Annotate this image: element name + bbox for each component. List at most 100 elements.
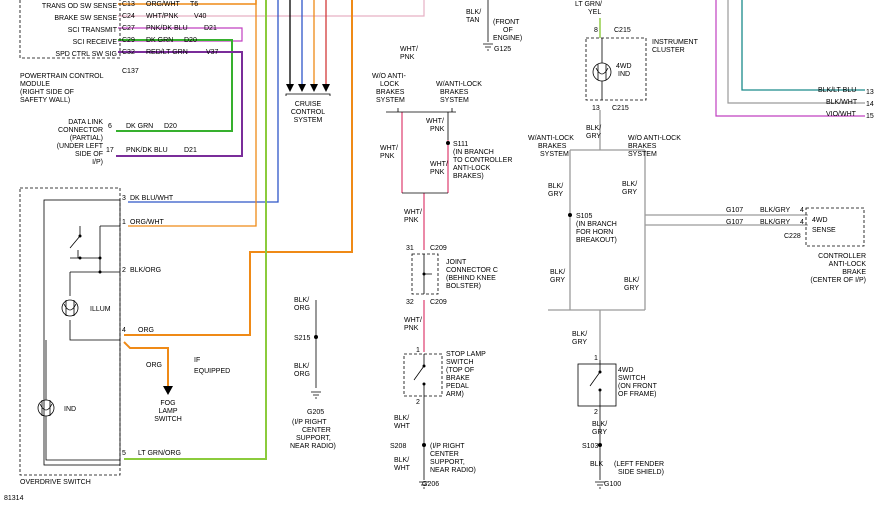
ic-w-abs-1: BRAKES bbox=[538, 143, 567, 150]
figure-id: 81314 bbox=[4, 495, 24, 502]
fwd-line-1: SWITCH bbox=[618, 375, 646, 382]
ic-wire-right-1: GRY bbox=[622, 189, 637, 196]
stop-line-0: STOP LAMP bbox=[446, 351, 486, 358]
abs-g107-bottom: G107 bbox=[726, 219, 743, 226]
w-abs-1: BRAKES bbox=[440, 89, 469, 96]
ground-g205: BLK/ ORG S215 BLK/ ORG G205 (I/P RIGHT C… bbox=[290, 297, 336, 450]
abs-line-0: CONTROLLER bbox=[818, 253, 866, 260]
pcm-pin-color-3: DK GRN bbox=[146, 37, 173, 44]
joint-box bbox=[411, 253, 439, 295]
stop-line-2: (TOP OF bbox=[446, 367, 474, 374]
dlc-pin6-circuit: D20 bbox=[164, 123, 177, 130]
ind-label: IND bbox=[64, 406, 76, 413]
fog-label-0: FOG bbox=[160, 400, 175, 407]
stop-lamp-box bbox=[403, 353, 443, 397]
fog-lamp: ORG IF EQUIPPED FOG LAMP SWITCH bbox=[146, 357, 230, 423]
s208-note-2: SUPPORT, bbox=[430, 459, 465, 466]
ic-wire-out-0: BLK/ bbox=[586, 125, 601, 132]
s103-label: S103 bbox=[582, 443, 598, 450]
wo-abs-2: BRAKES bbox=[376, 89, 405, 96]
joint-wire-out-1: PNK bbox=[404, 325, 419, 332]
s105-splice-icon bbox=[568, 213, 572, 217]
dlc-pin6: 6 bbox=[108, 123, 112, 130]
abs-line-3: (CENTER OF I/P) bbox=[810, 277, 866, 284]
overdrive-pin3: 3 bbox=[122, 195, 126, 202]
s111-note-2: ANTI-LOCK bbox=[453, 165, 491, 172]
ic-w-abs-0: W/ANTI-LOCK bbox=[528, 135, 574, 142]
fog-label-2: SWITCH bbox=[154, 416, 182, 423]
stop-pin-top: 1 bbox=[416, 347, 420, 354]
dlc-pin17-color: PNK/DK BLU bbox=[126, 147, 168, 154]
s208-label: S208 bbox=[390, 443, 406, 450]
brake-wire-right-top-0: WHT/ bbox=[426, 118, 444, 125]
wire-org-pin4 bbox=[124, 0, 353, 336]
wire-vio-wht bbox=[715, 0, 865, 117]
right-edge-labels: BLK/LT BLU 13 BLK/WHT 14 VIO/WHT 15 bbox=[818, 87, 874, 120]
g125-ground: G125 bbox=[494, 46, 511, 53]
pcm-pin-circuit-2: D21 bbox=[204, 25, 217, 32]
abs-pin-top: 4 bbox=[800, 207, 804, 214]
g205-ground: G205 bbox=[307, 409, 324, 416]
brake-variant-stub-left bbox=[397, 108, 453, 112]
right-wire-pin-1: 14 bbox=[866, 101, 874, 108]
stop-line-5: ARM) bbox=[446, 391, 464, 398]
s105-note-1: FOR HORN bbox=[576, 229, 613, 236]
g205-wire-bottom-1: ORG bbox=[294, 371, 310, 378]
joint-line-0: JOINT bbox=[446, 259, 467, 266]
ic-wo-abs-2: SYSTEM bbox=[628, 151, 657, 158]
ic-pin-top: 8 bbox=[594, 27, 598, 34]
brake-wire-top-1: PNK bbox=[400, 54, 415, 61]
stop-wire-top-1: WHT bbox=[394, 423, 411, 430]
overdrive-pin1: 1 bbox=[122, 219, 126, 226]
instrument-cluster: LT GRN/ YEL 8 C215 INSTRUMENT CLUSTER 4W… bbox=[528, 1, 699, 292]
abs-g107-top: G107 bbox=[726, 207, 743, 214]
ic-wire-left-1: GRY bbox=[548, 191, 563, 198]
wire-org-fog bbox=[123, 341, 169, 386]
fourwd-switch: BLK/ GRY 1 4WD SWITCH (ON FRONT OF FRAME… bbox=[572, 331, 664, 489]
g205-wire-top-0: BLK/ bbox=[294, 297, 309, 304]
cruise-arrow-2 bbox=[298, 84, 306, 92]
g125-loc-0: (FRONT bbox=[493, 19, 520, 26]
pcm-pin-color-4: RED/LT GRN bbox=[146, 49, 188, 56]
fwd-line-0: 4WD bbox=[618, 367, 634, 374]
g125-loc-1: OF bbox=[503, 27, 513, 34]
s111-label: S111 bbox=[453, 141, 468, 148]
g206-label: G206 bbox=[422, 481, 439, 488]
s111-note-1: TO CONTROLLER bbox=[453, 157, 512, 164]
overdrive-switch: ILLUM IND 3 DK BLU/WHT 1 ORG/WHT 2 BLK/O… bbox=[19, 187, 181, 486]
pcm-pin-cav-0: C13 bbox=[122, 1, 135, 8]
ic-ind-0: 4WD bbox=[616, 63, 632, 70]
fwd-note-0: (LEFT FENDER bbox=[614, 461, 664, 468]
ic-wo-abs-1: BRAKES bbox=[628, 143, 657, 150]
cruise-line-1: CONTROL bbox=[291, 109, 325, 116]
pcm-pin-color-2: PNK/DK BLU bbox=[146, 25, 188, 32]
brake-variants: WHT/ PNK W/O ANTI- LOCK BRAKES SYSTEM W/… bbox=[372, 46, 512, 194]
wire-red-ltgrn-c32 bbox=[116, 51, 243, 157]
right-wire-color-1: BLK/WHT bbox=[826, 99, 858, 106]
abs-connector: C228 bbox=[784, 233, 801, 240]
pcm-title-3: SAFETY WALL) bbox=[20, 97, 70, 104]
dlc-line-0: DATA LINK bbox=[68, 119, 103, 126]
pcm-pin-name-0: TRANS OD SW SENSE bbox=[42, 3, 117, 10]
pcm-pin-name-3: SCI RECEIVE bbox=[73, 39, 118, 46]
pcm-connector: C137 bbox=[122, 68, 139, 75]
brake-wire-left-0: WHT/ bbox=[380, 145, 398, 152]
fwd-wire-mid-0: BLK/ bbox=[592, 421, 607, 428]
pcm-title-0: POWERTRAIN CONTROL bbox=[20, 73, 104, 80]
fwd-line-3: OF FRAME) bbox=[618, 391, 657, 398]
stop-pin-bottom: 2 bbox=[416, 399, 420, 406]
stop-lamp-switch: 1 STOP LAMP SWITCH (TOP OF BRAKE PEDAL A… bbox=[390, 347, 486, 489]
overdrive-pin2-color: BLK/ORG bbox=[130, 267, 161, 274]
pcm-pin-circuit-1: V40 bbox=[194, 13, 207, 20]
overdrive-pin2: 2 bbox=[122, 267, 126, 274]
g205-loc-0: (I/P RIGHT bbox=[292, 419, 327, 426]
fog-note-1: EQUIPPED bbox=[194, 368, 230, 375]
joint-conn-bottom: C209 bbox=[430, 299, 447, 306]
stop-line-4: PEDAL bbox=[446, 383, 469, 390]
wire-ltgrn-org-pin5 bbox=[124, 0, 267, 460]
ic-line-1: CLUSTER bbox=[652, 47, 685, 54]
ic-wire-right-0: BLK/ bbox=[622, 181, 637, 188]
s103-splice-icon bbox=[598, 443, 602, 447]
fog-arrow-icon bbox=[163, 386, 173, 395]
